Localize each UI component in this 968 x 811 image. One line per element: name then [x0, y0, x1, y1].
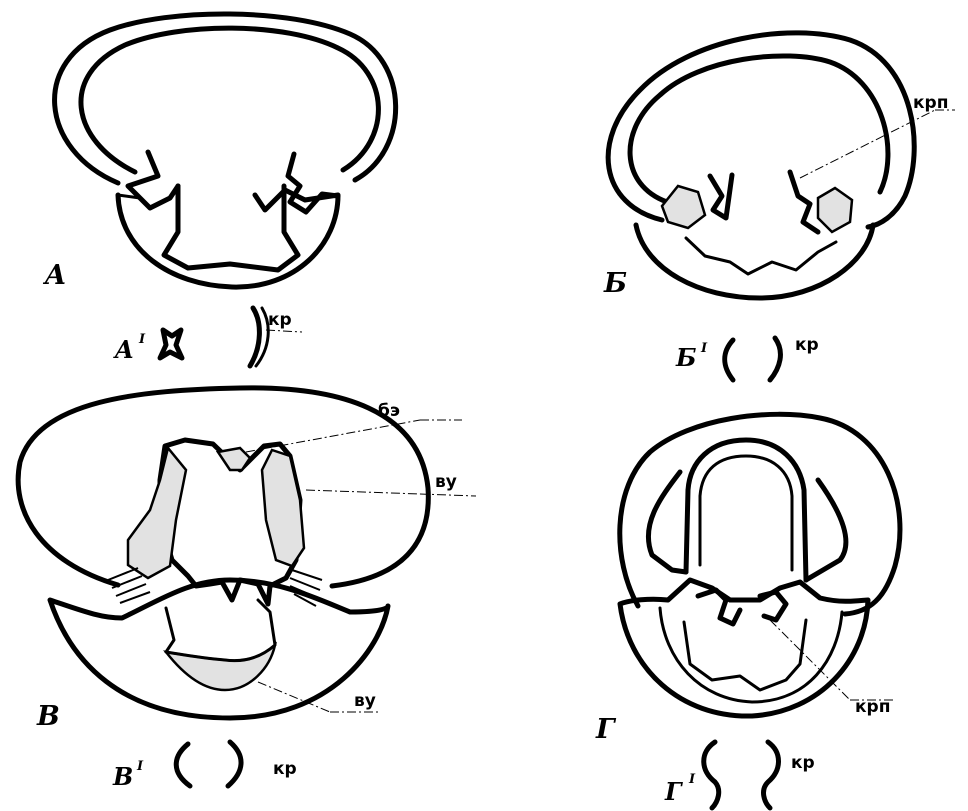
panel-g-neural-tube-inner: [700, 456, 792, 570]
panel-b-left-dotted-mass: [662, 186, 705, 228]
panel-v1-right-fold: [228, 742, 241, 786]
panel-b1-right-fold: [770, 338, 780, 380]
panel-b: крп Б Б I кр: [603, 33, 955, 380]
panel-g-letter: Г: [595, 714, 617, 745]
panel-b-inner-contour: [630, 56, 888, 202]
panel-b1-left-fold: [725, 340, 733, 380]
panel-g-outer-contour: [620, 414, 900, 614]
panel-b-neural-cavity: [686, 238, 836, 274]
panel-v1-cr-label: кр: [273, 759, 297, 779]
panel-g1-right-fold: [764, 742, 779, 808]
panel-a1-neural-plate: [250, 308, 259, 366]
panel-g1-cr-label: кр: [791, 753, 815, 773]
panel-a1-cr-leader: [266, 330, 302, 332]
panel-g-lower-chamber: [620, 580, 868, 716]
panel-v1-mark: I: [136, 759, 144, 774]
panel-v-letter: В: [36, 701, 60, 732]
panel-b-letter: Б: [603, 268, 627, 299]
panel-g-krp-label: крп: [855, 697, 890, 717]
panel-b-lower-chamber: [636, 225, 873, 298]
panel-v-left-dotted-wall: [128, 448, 186, 578]
panel-a1-mark: I: [138, 332, 146, 347]
panel-v-top-dotted-spot: [218, 448, 250, 470]
panel-a1-small-section: [160, 330, 182, 358]
panel-g1-left-fold: [704, 742, 719, 808]
panel-v-vu-bottom-label: ву: [354, 691, 376, 711]
panel-v1-left-fold: [176, 744, 190, 786]
panel-a-letter: A: [42, 260, 66, 291]
panel-v-be-label: бэ: [378, 401, 400, 421]
panel-b-right-dotted-mass: [818, 188, 852, 232]
panel-b1-mark: I: [700, 341, 708, 356]
panel-v: бэ ву ву В В I кр: [18, 388, 476, 791]
panel-g-right-lateral-pocket: [806, 480, 846, 580]
panel-v1-letter: В: [112, 762, 133, 791]
panel-g-bottom-cavity: [684, 620, 806, 690]
panel-a-lower-chamber: [118, 190, 338, 287]
panel-v-bottom-cavity: [166, 600, 275, 661]
panel-g1-mark: I: [688, 772, 696, 787]
panel-g-neural-tube: [686, 440, 806, 580]
panel-b1-letter: Б: [675, 343, 697, 372]
panel-v-lower-chamber: [50, 580, 388, 718]
panel-v-outer-contour: [18, 388, 428, 586]
panel-b-right-fold: [790, 172, 818, 232]
panel-v-vu-top-leader: [306, 490, 420, 494]
panel-g-right-fold: [760, 592, 786, 620]
panel-a-inner-contour: [81, 28, 378, 172]
panel-a1-letter: A: [113, 335, 134, 364]
panel-g1-letter: Г: [664, 777, 683, 806]
panel-v-bottom-dotted-zone: [166, 645, 275, 690]
panel-b1-cr-label: кр: [795, 335, 819, 355]
panel-g-left-fold: [698, 590, 740, 624]
panel-b-krp-label: крп: [913, 93, 948, 113]
panel-g-left-lateral-pocket: [648, 472, 686, 572]
panel-a: A A I кр: [42, 14, 396, 366]
panel-b-left-fold: [710, 175, 732, 218]
panel-v-right-dotted-wall: [262, 450, 304, 566]
panel-a-left-fold: [128, 152, 178, 208]
panel-a1-cr-label: кр: [268, 310, 292, 330]
panel-a-right-fold: [288, 154, 338, 212]
panel-g: крп Г Г I кр: [595, 414, 900, 808]
panel-a-outer-contour: [55, 14, 396, 183]
panel-v-vu-top-label: ву: [435, 472, 457, 492]
